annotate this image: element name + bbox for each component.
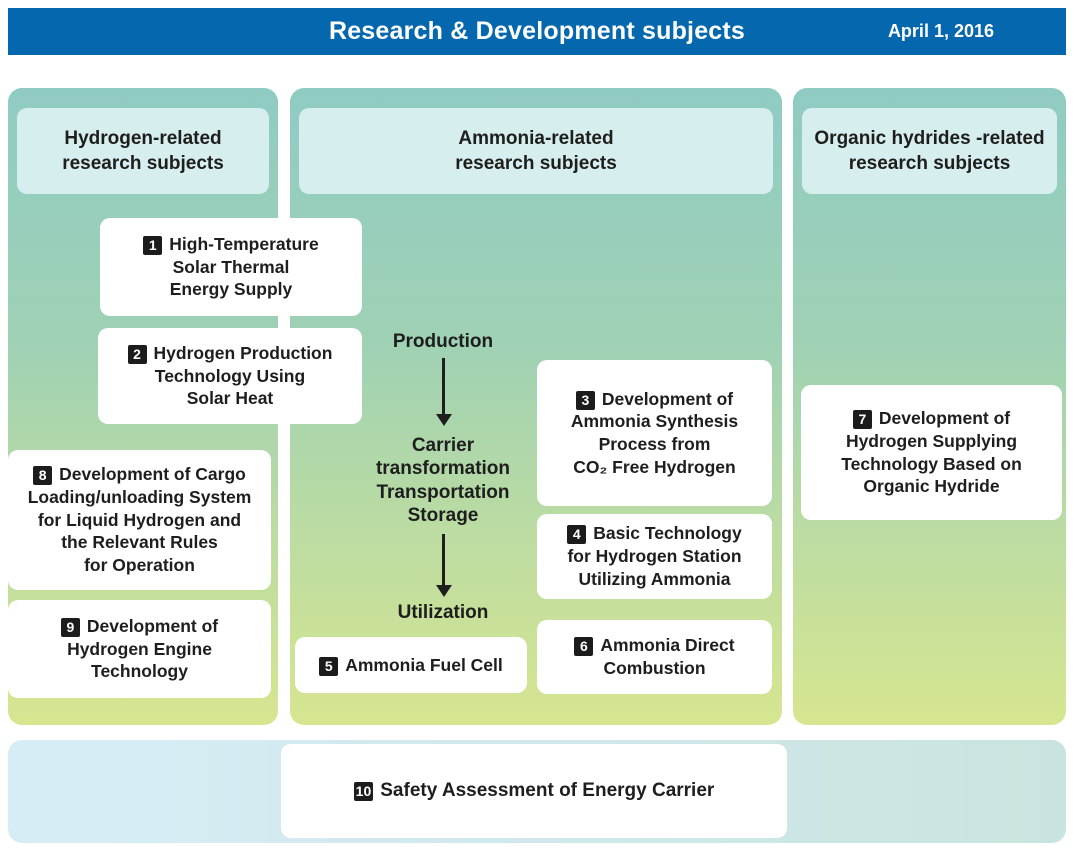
subject-4-number-badge: 4 <box>567 525 587 545</box>
subject-box-10: 10 Safety Assessment of Energy Carrier <box>281 744 787 838</box>
subject-box-6: 6 Ammonia Direct Combustion <box>537 620 772 694</box>
subject-1-label: High-Temperature Solar Thermal Energy Su… <box>169 233 319 300</box>
subject-2-number-badge: 2 <box>127 344 147 364</box>
subject-1-text: 1 High-Temperature Solar Thermal Energy S… <box>143 233 319 301</box>
subject-8-label: Development of Cargo Loading/unloading S… <box>27 464 252 576</box>
flow-label-carrier-transport-storage: Carrier transformation Transportation St… <box>375 435 511 527</box>
subject-6-label: Ammonia Direct Combustion <box>600 635 735 678</box>
down-arrow-icon <box>442 358 445 415</box>
subject-3-label: Development of Ammonia Synthesis Process… <box>570 388 739 477</box>
subject-7-number-badge: 7 <box>852 410 872 429</box>
subject-6-text: 6 Ammonia Direct Combustion <box>574 634 735 680</box>
subject-5-text: 5 Ammonia Fuel Cell <box>319 654 503 677</box>
subject-3-number-badge: 3 <box>575 390 595 410</box>
subject-8-number-badge: 8 <box>33 466 53 486</box>
subject-7-label: Development of Hydrogen Supplying Techno… <box>841 408 1022 497</box>
subject-box-2: 2 Hydrogen Production Technology Using So… <box>98 328 362 424</box>
subject-9-number-badge: 9 <box>60 617 80 637</box>
subject-10-text: 10 Safety Assessment of Energy Carrier <box>353 779 715 804</box>
subject-2-label: Hydrogen Production Technology Using Sol… <box>153 342 333 409</box>
subject-10-label: Safety Assessment of Energy Carrier <box>380 779 715 801</box>
flow-label-production: Production <box>392 331 494 352</box>
page-title: Research & Development subjects <box>328 17 746 45</box>
subject-9-label: Development of Hydrogen Engine Technolog… <box>67 615 219 682</box>
column-hydrogen-title: Hydrogen-related research subjects <box>17 108 269 194</box>
down-arrow-icon <box>442 534 445 586</box>
subject-5-label: Ammonia Fuel Cell <box>345 654 503 675</box>
column-organic-title: Organic hydrides -related research subje… <box>802 108 1057 194</box>
column-ammonia-title: Ammonia-related research subjects <box>299 108 773 194</box>
header-bar: Research & Development subjects April 1,… <box>8 8 1066 55</box>
header-date: April 1, 2016 <box>887 21 994 41</box>
subject-box-1: 1 High-Temperature Solar Thermal Energy S… <box>100 218 362 316</box>
subject-2-text: 2 Hydrogen Production Technology Using So… <box>127 342 333 410</box>
subject-10-number-badge: 10 <box>353 781 374 801</box>
subject-4-label: Basic Technology for Hydrogen Station Ut… <box>567 523 742 589</box>
subject-5-number-badge: 5 <box>319 656 339 676</box>
subject-box-5: 5 Ammonia Fuel Cell <box>295 637 527 693</box>
subject-6-number-badge: 6 <box>574 637 594 657</box>
subject-1-number-badge: 1 <box>143 235 163 255</box>
flow-label-utilization: Utilization <box>397 602 489 623</box>
